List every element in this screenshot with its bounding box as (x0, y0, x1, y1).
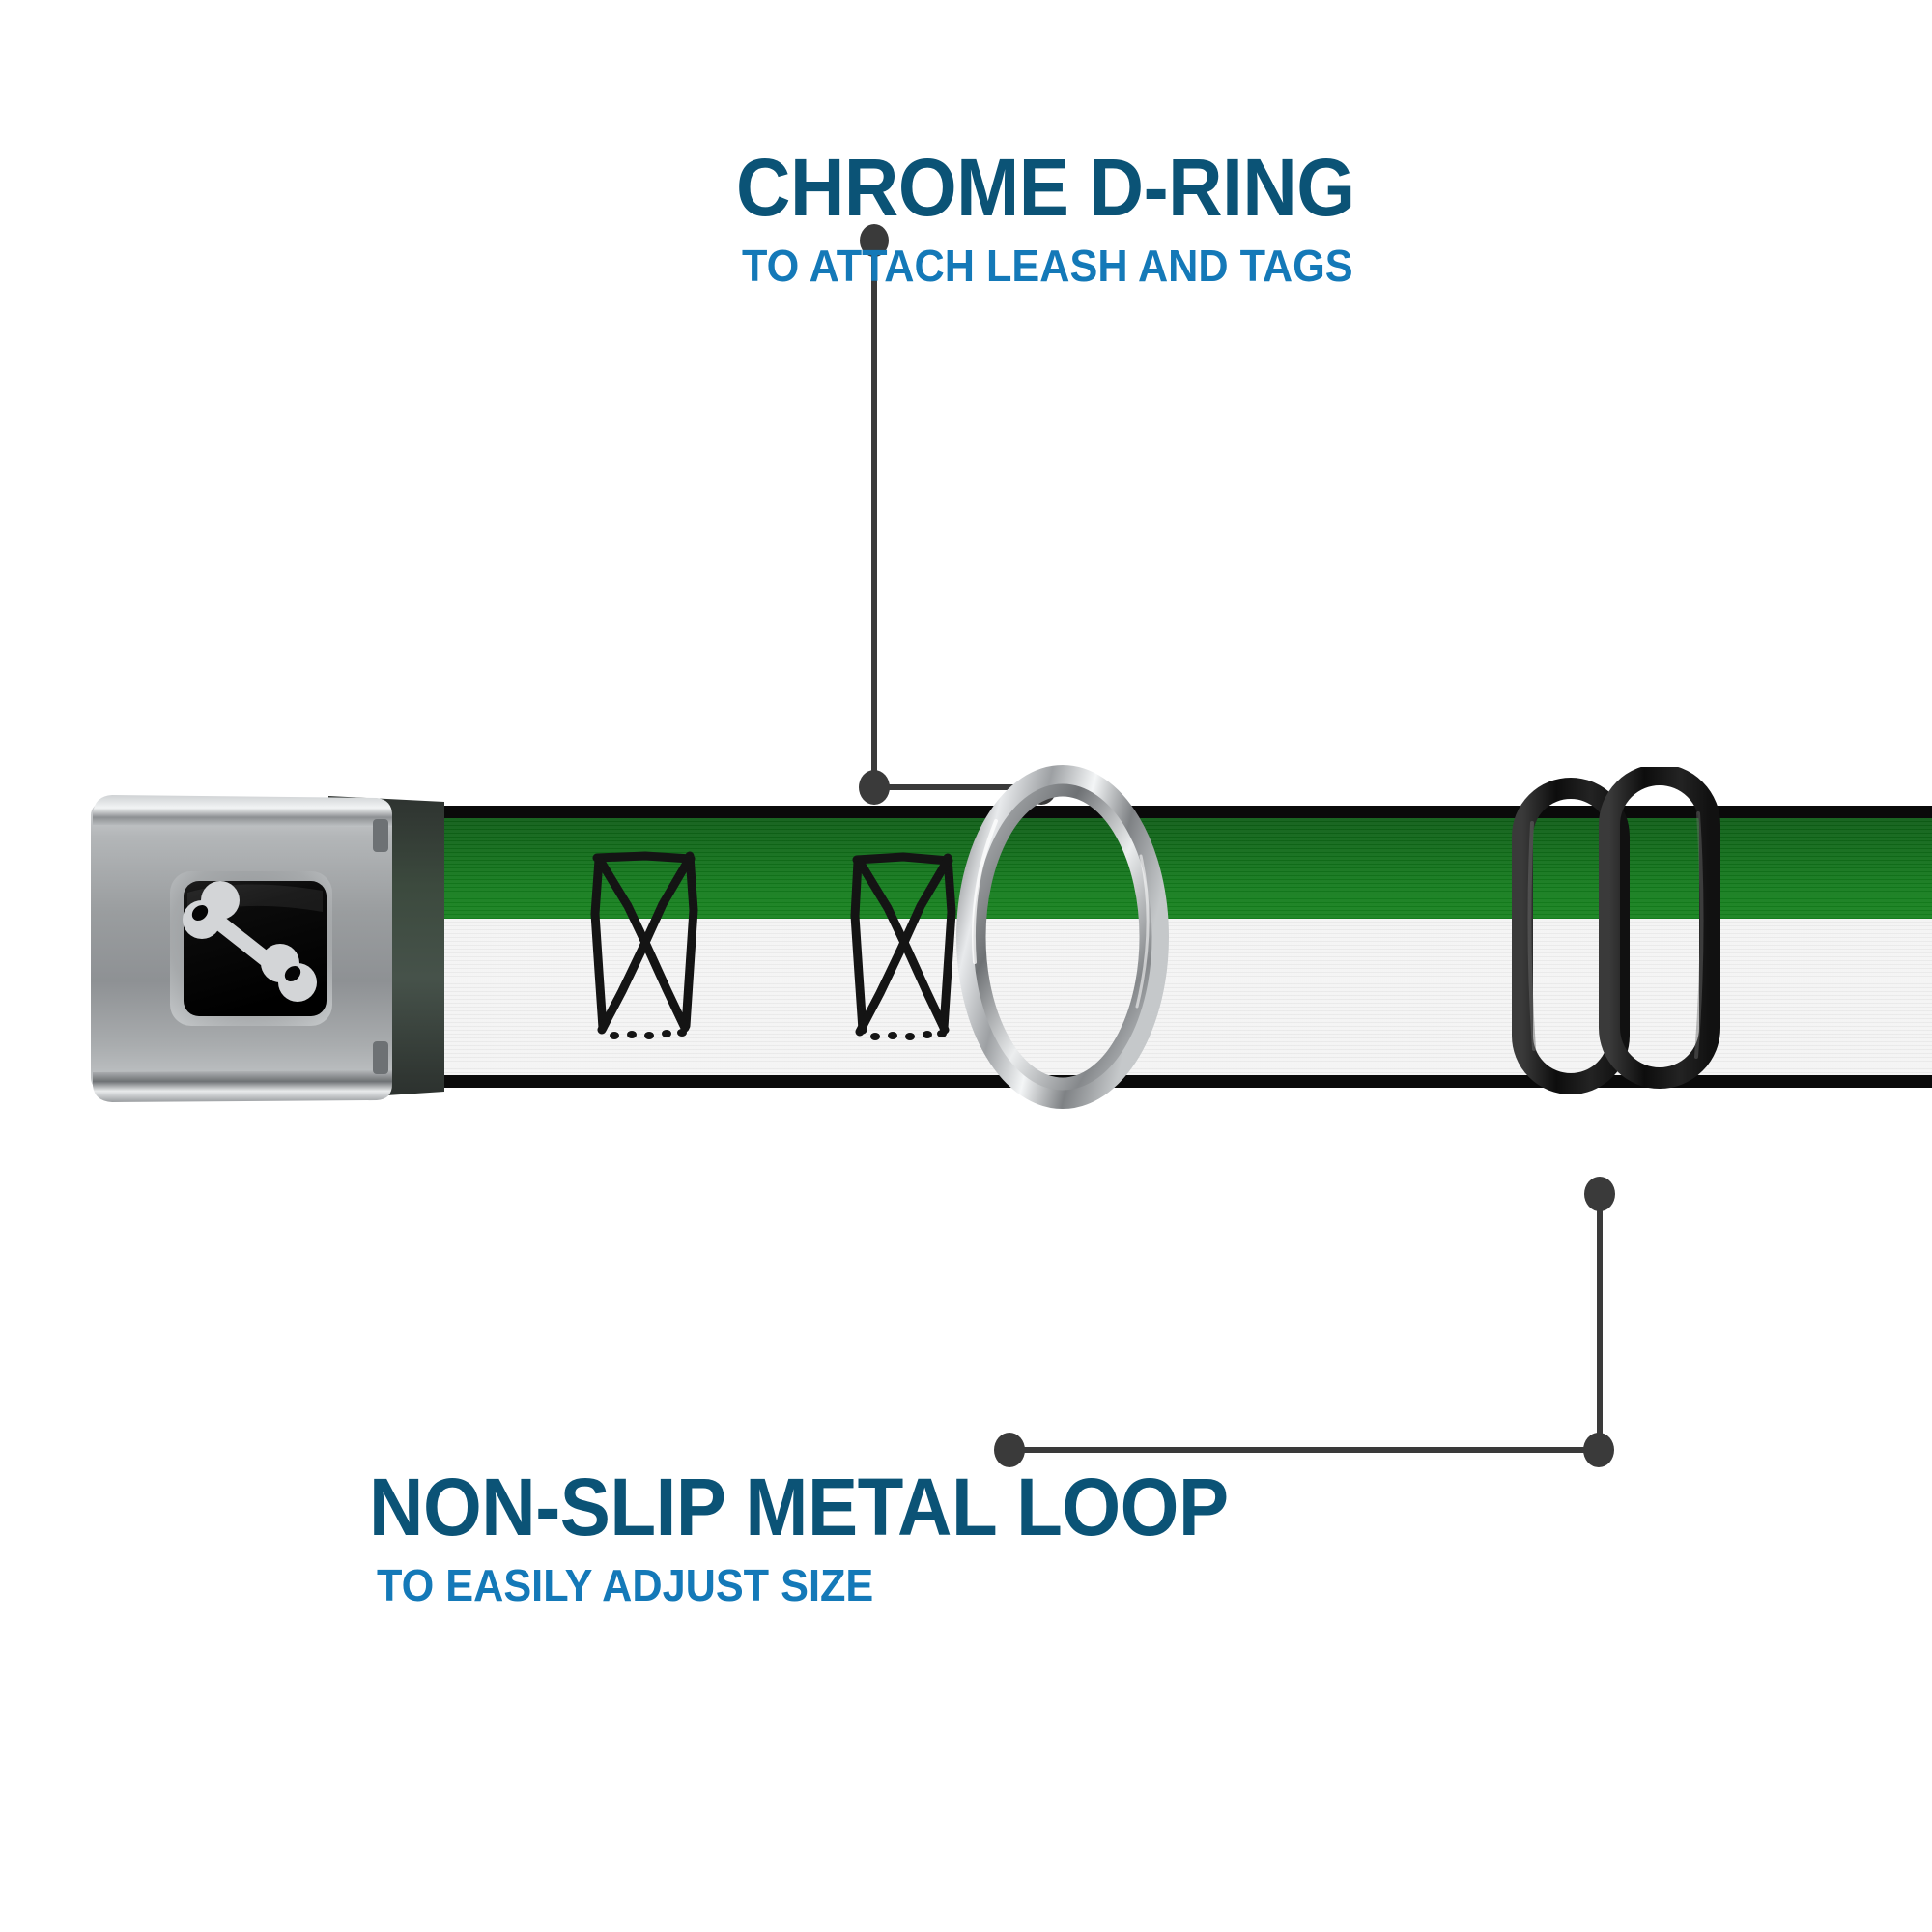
metal-loop-callout-subtitle: TO EASILY ADJUST SIZE (377, 1560, 874, 1610)
buckle-latch-notch-bottom (373, 1041, 388, 1074)
seatbelt-buckle (91, 795, 444, 1102)
d-ring-callout-dot-top (860, 224, 889, 257)
d-ring-callout-subtitle: TO ATTACH LEASH AND TAGS (742, 241, 1353, 291)
adjuster-loop-highlight (1527, 821, 1536, 1051)
buckle-latch-notch-top (373, 819, 388, 852)
dog-bone-icon (183, 881, 317, 1002)
webbing-top-edge (415, 806, 1932, 818)
d-ring-inner (973, 783, 1152, 1091)
metal-loop-callout-dot-target (994, 1433, 1025, 1467)
d-ring-leader-vertical (871, 253, 877, 782)
dog-collar-product (0, 765, 1932, 1113)
buckle-bottom-lip (93, 1070, 392, 1102)
dog-bone-icon-cutouts (191, 905, 301, 981)
adjuster-loop-highlight (1694, 811, 1704, 1059)
metal-loop-leader-horizontal (1003, 1447, 1592, 1453)
x-stitch-mark (850, 852, 956, 1040)
adjuster-loop-right (1599, 767, 1720, 1089)
d-ring-outer (956, 765, 1169, 1109)
d-ring-leader-horizontal (887, 784, 1041, 790)
d-ring-callout-title: CHROME D-RING (736, 142, 1355, 233)
webbing-jagged-divider (415, 927, 1932, 991)
d-ring-callout-dot-elbow (859, 770, 890, 805)
metal-adjuster-loop (1512, 767, 1720, 1094)
chrome-d-ring (956, 765, 1169, 1109)
d-ring-highlight (1135, 854, 1150, 1009)
metal-loop-leader-vertical (1597, 1208, 1603, 1449)
buckle-top-lip (93, 795, 392, 827)
d-ring-highlight (971, 819, 998, 964)
metal-loop-callout-title: NON-SLIP METAL LOOP (369, 1462, 1229, 1552)
x-stitch-mark (590, 851, 698, 1039)
metal-loop-callout-dot-top (1584, 1177, 1615, 1211)
